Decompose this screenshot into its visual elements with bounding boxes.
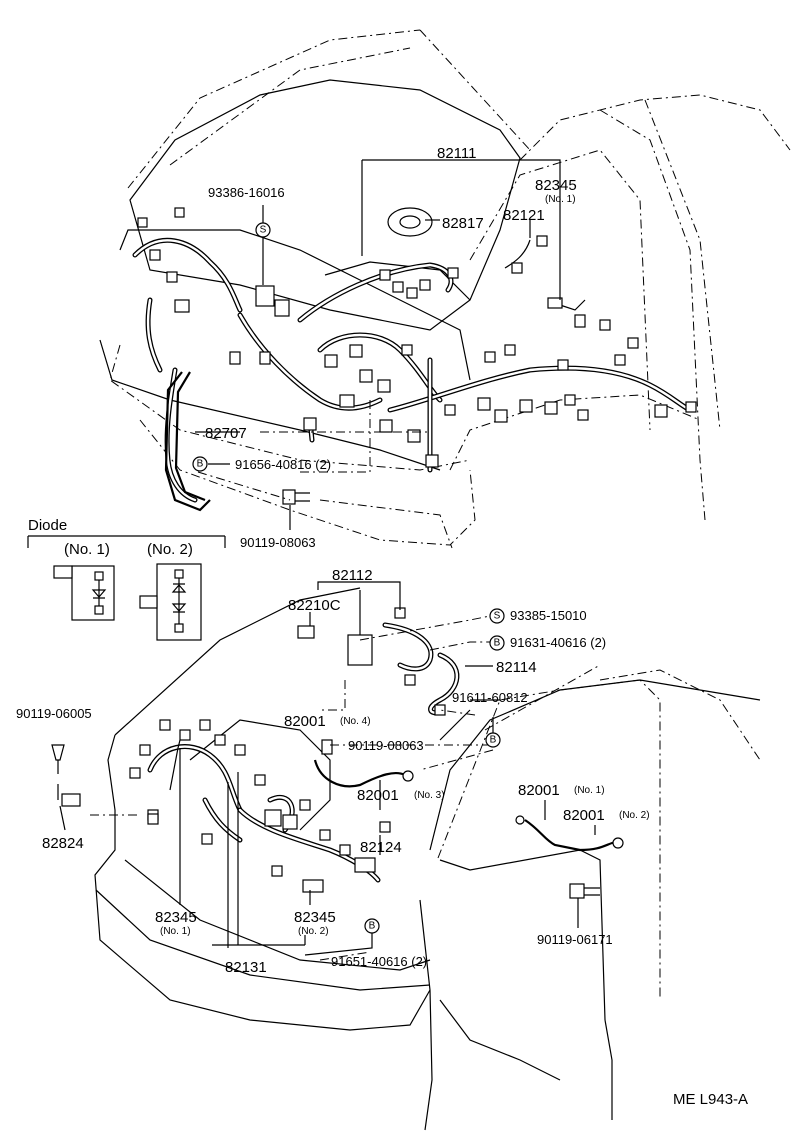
lower-labels: 82112 82210C 93385-15010 91631-40616 (2)… xyxy=(16,567,650,976)
lower-markers: S B B B xyxy=(364,608,505,934)
label-91631-40616: 91631-40616 (2) xyxy=(510,635,606,650)
lower-connectors xyxy=(51,607,624,899)
upper-leader-lines xyxy=(195,159,561,530)
diode-no2-icon xyxy=(139,563,202,641)
upper-markers: S B xyxy=(192,222,271,472)
label-82345-no1-lower-note: (No. 1) xyxy=(160,926,191,937)
marker-b-lower-1: B xyxy=(494,638,501,649)
label-82001-no3: 82001 xyxy=(357,787,399,804)
label-91611-60812: 91611-60812 xyxy=(452,690,528,705)
marker-b-lower-3: B xyxy=(369,921,376,932)
label-82345-no1-note: (No. 1) xyxy=(545,194,576,205)
label-82345-no2: 82345 xyxy=(294,909,336,926)
upper-bracket-82707 xyxy=(164,371,211,512)
diode-no2-label: (No. 2) xyxy=(147,541,193,558)
diagram-reference-code: ME L943-A xyxy=(673,1091,748,1108)
label-91651-40616: 91651-40616 (2) xyxy=(331,954,427,969)
marker-s-upper: S xyxy=(260,225,267,236)
label-82345-no2-note: (No. 2) xyxy=(298,926,329,937)
label-82345-no1: 82345 xyxy=(535,177,577,194)
label-82124: 82124 xyxy=(360,839,402,856)
marker-b-lower-2: B xyxy=(490,735,497,746)
diode-no1-icon xyxy=(53,565,115,621)
label-91656-40816: 91656-40816 (2) xyxy=(235,457,331,472)
label-90119-06005: 90119-06005 xyxy=(16,706,92,721)
label-82112: 82112 xyxy=(332,567,373,584)
label-82121: 82121 xyxy=(503,207,545,224)
upper-labels: 82111 82345 (No. 1) 82817 82121 93386-16… xyxy=(205,145,577,550)
label-82001-no1: 82001 xyxy=(518,782,560,799)
label-82114: 82114 xyxy=(496,659,537,676)
diode-no1-label: (No. 1) xyxy=(64,541,110,558)
label-90119-08063: 90119-08063 xyxy=(240,535,316,550)
label-82001-no4: 82001 xyxy=(284,713,326,730)
label-82707: 82707 xyxy=(205,425,247,442)
label-82131: 82131 xyxy=(225,959,267,976)
label-82210c: 82210C xyxy=(288,597,341,614)
diode-inset: Diode (No. 1) (No. 2) xyxy=(27,517,226,641)
marker-b-upper: B xyxy=(197,459,204,470)
label-90119-06171: 90119-06171 xyxy=(537,932,613,947)
label-90119-08063-lower: 90119-08063 xyxy=(348,738,424,753)
upper-wire-harness xyxy=(132,237,693,503)
diode-title: Diode xyxy=(28,517,67,534)
label-82111: 82111 xyxy=(437,145,477,162)
lower-leader-lines xyxy=(57,581,601,961)
upper-connectors xyxy=(137,207,697,468)
label-82001-no4-note: (No. 4) xyxy=(340,716,371,727)
label-82824: 82824 xyxy=(42,835,84,852)
lower-vehicle-outline xyxy=(94,587,761,1131)
label-82001-no1-note: (No. 1) xyxy=(574,785,605,796)
label-82001-no2: 82001 xyxy=(563,807,605,824)
label-93385-15010: 93385-15010 xyxy=(510,608,587,623)
label-93386-16016: 93386-16016 xyxy=(208,185,285,200)
label-82001-no2-note: (No. 2) xyxy=(619,810,650,821)
marker-s-lower: S xyxy=(494,611,501,622)
label-82345-no1-lower: 82345 xyxy=(155,909,197,926)
upper-bolt xyxy=(282,489,310,505)
label-82001-no3-note: (No. 3) xyxy=(414,790,445,801)
label-82817: 82817 xyxy=(442,215,484,232)
